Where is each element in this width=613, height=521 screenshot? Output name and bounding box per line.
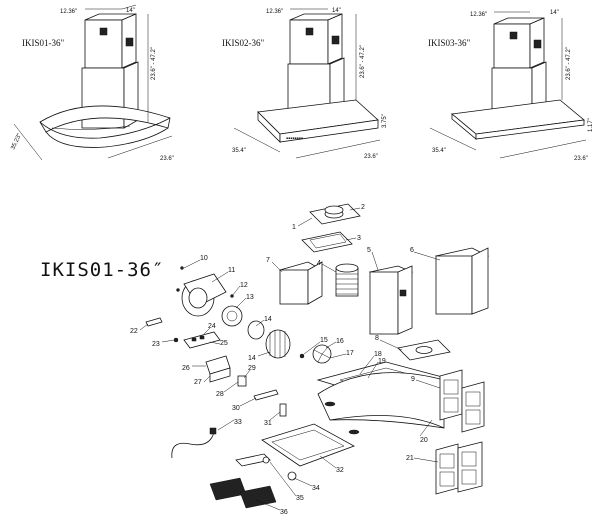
part-5: 5 bbox=[367, 247, 371, 254]
dim-width-canopy-1: 35.23" bbox=[10, 133, 23, 151]
model-label-ikis02: IKIS02-36" bbox=[222, 38, 264, 48]
part-15: 15 bbox=[320, 337, 328, 344]
part-1: 1 bbox=[292, 224, 296, 231]
part-29: 29 bbox=[248, 365, 256, 372]
part-23: 23 bbox=[152, 341, 160, 348]
part-2: 2 bbox=[361, 204, 365, 211]
part-21: 21 bbox=[406, 455, 414, 462]
part-8: 8 bbox=[375, 335, 379, 342]
part-35: 35 bbox=[296, 495, 304, 502]
part-30: 30 bbox=[232, 405, 240, 412]
model-ikis03-drawing: IKIS03-36" 12.36" 14" 23.6" - 47.2" 1.17… bbox=[428, 10, 594, 162]
dim-height-3: 23.6" - 47.2" bbox=[566, 47, 572, 80]
dim-depth-canopy-2: 23.6" bbox=[364, 154, 378, 160]
part-11: 11 bbox=[228, 267, 235, 274]
part-34: 34 bbox=[312, 485, 320, 492]
part-25: 25 bbox=[220, 340, 228, 347]
model-ikis02-drawing: IKIS02-36" ▪▪▪▪▪▪▪▪ 12.36" 14" 23.6" - 4… bbox=[222, 8, 388, 160]
part-26: 26 bbox=[182, 365, 190, 372]
part-19: 19 bbox=[378, 358, 386, 365]
dim-depth-canopy-1: 23.6" bbox=[160, 156, 174, 162]
dim-width-canopy-3: 35.4" bbox=[432, 148, 446, 154]
part-9: 9 bbox=[411, 376, 415, 383]
model-ikis01-drawing: IKIS01-36" 12.36" 14" 23.6" - 47.2" 35.2… bbox=[10, 4, 174, 162]
part-17: 17 bbox=[346, 350, 354, 357]
part-10: 10 bbox=[200, 255, 208, 262]
part-14b: 14 bbox=[248, 355, 256, 362]
part-32: 32 bbox=[336, 467, 344, 474]
svg-text:▪▪▪▪▪▪▪▪: ▪▪▪▪▪▪▪▪ bbox=[286, 136, 303, 142]
part-24: 24 bbox=[208, 323, 216, 330]
part-13: 13 bbox=[246, 294, 254, 301]
dim-thickness-2: 3.75" bbox=[382, 114, 388, 128]
dim-depth-canopy-3: 23.6" bbox=[574, 156, 588, 162]
dim-height-1: 23.6" - 47.2" bbox=[151, 47, 157, 80]
part-27: 27 bbox=[194, 379, 202, 386]
part-7: 7 bbox=[266, 257, 270, 264]
part-20: 20 bbox=[420, 437, 428, 444]
dim-depth-2: 12.36" bbox=[266, 9, 283, 15]
dim-width-2: 14" bbox=[332, 8, 341, 14]
exploded-view: 1 2 3 4 5 6 7 8 9 10 11 12 13 14 14 15 1… bbox=[130, 203, 490, 516]
part-31: 31 bbox=[264, 420, 272, 427]
dim-depth-3: 12.36" bbox=[470, 12, 487, 18]
part-12: 12 bbox=[240, 282, 248, 289]
dim-width-3: 14" bbox=[550, 10, 559, 16]
part-3: 3 bbox=[357, 235, 361, 242]
part-33: 33 bbox=[234, 419, 242, 426]
part-4: 4 bbox=[317, 260, 321, 267]
part-16: 16 bbox=[336, 338, 344, 345]
dim-thickness-3: 1.17" bbox=[588, 118, 594, 132]
dim-height-2: 23.6" - 47.2" bbox=[360, 45, 366, 78]
dim-depth-1: 12.36" bbox=[60, 9, 77, 15]
part-36: 36 bbox=[280, 509, 288, 516]
part-14a: 14 bbox=[264, 316, 272, 323]
exploded-model-title: IKIS01-36″ bbox=[40, 259, 164, 281]
part-28: 28 bbox=[216, 391, 224, 398]
model-label-ikis01: IKIS01-36" bbox=[22, 38, 64, 48]
filter-frame-21 bbox=[435, 441, 483, 495]
part-18: 18 bbox=[374, 351, 382, 358]
dim-width-canopy-2: 35.4" bbox=[232, 148, 246, 154]
part-6: 6 bbox=[410, 247, 414, 254]
filter-frame-9 bbox=[439, 369, 485, 433]
dim-width-1: 14" bbox=[126, 8, 135, 14]
model-label-ikis03: IKIS03-36" bbox=[428, 38, 470, 48]
part-22: 22 bbox=[130, 328, 138, 335]
